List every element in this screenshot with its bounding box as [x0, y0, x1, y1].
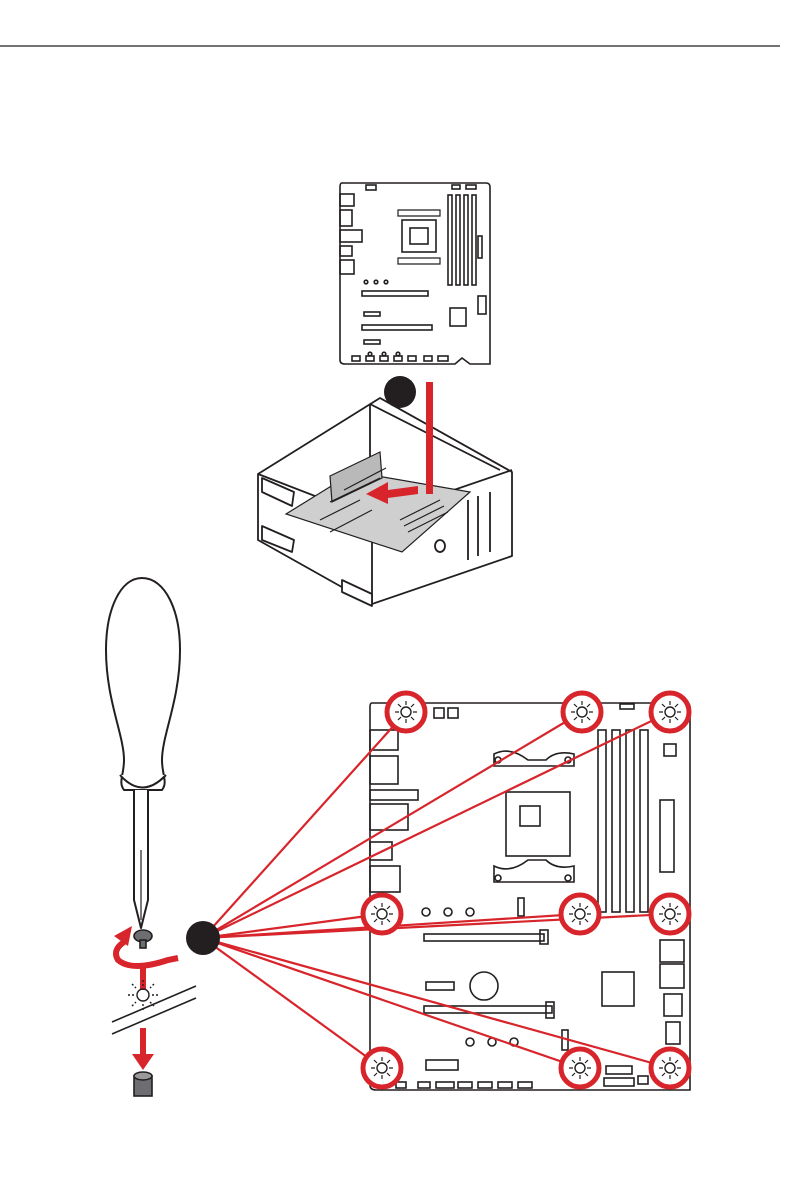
insert-down-arrow — [426, 382, 433, 494]
screw-marker — [363, 1049, 401, 1087]
screw-marker — [563, 693, 601, 731]
large-motherboard-icon — [370, 703, 690, 1090]
screw-marker — [561, 895, 599, 933]
screw-marker — [651, 1049, 689, 1087]
screw-marker — [387, 693, 425, 731]
step-badge — [186, 921, 220, 955]
screw-path-line — [140, 964, 146, 990]
standoff-icon — [134, 1072, 152, 1096]
screwdriver-icon — [106, 578, 180, 928]
chassis-plate — [112, 986, 196, 1034]
screw-marker — [651, 693, 689, 731]
step-badge — [384, 376, 416, 408]
screw-marker — [363, 895, 401, 933]
screw-hole-icon — [128, 980, 158, 1010]
screw-marker — [651, 895, 689, 933]
screw-marker — [561, 1049, 599, 1087]
screw-icon — [134, 930, 152, 948]
standoff-down-arrow — [132, 1028, 154, 1070]
motherboard-icon — [340, 183, 490, 364]
